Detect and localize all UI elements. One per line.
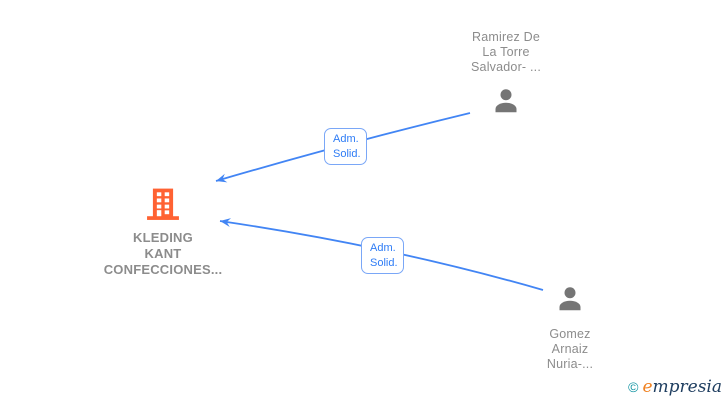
person-name-ramirez: Ramirez De La Torre Salvador- ... (471, 30, 541, 75)
edge-label-line: Adm. (370, 242, 396, 254)
person-name-line: Gomez (549, 327, 591, 341)
person-node-gomez[interactable]: Gomez Arnaiz Nuria-... (510, 284, 630, 372)
brand-wordmark: empresia (642, 377, 722, 397)
brand-initial: e (642, 377, 653, 397)
empresia-logo: © empresia (628, 377, 722, 397)
company-name: KLEDING KANT CONFECCIONES... (104, 230, 223, 278)
person-name-line: Arnaiz (551, 342, 589, 356)
person-name-line: La Torre (482, 45, 530, 59)
person-name-gomez: Gomez Arnaiz Nuria-... (547, 327, 593, 372)
copyright-icon: © (628, 379, 639, 395)
company-name-line: KANT (144, 246, 182, 261)
edge-label-line: Solid. (333, 147, 361, 160)
edge-label-line: Adm. (333, 133, 359, 145)
person-name-line: Ramirez De (472, 30, 540, 44)
company-node-kleding-kant[interactable]: KLEDING KANT CONFECCIONES... (103, 187, 223, 278)
edge-label-adm-solid-gomez[interactable]: Adm. Solid. (361, 237, 404, 274)
person-name-line: Salvador- ... (471, 60, 541, 74)
person-icon (491, 86, 521, 121)
person-icon (555, 284, 585, 319)
edge-label-adm-solid-ramirez[interactable]: Adm. Solid. (324, 128, 367, 165)
brand-rest: mpresia (652, 377, 723, 397)
person-node-ramirez[interactable]: Ramirez De La Torre Salvador- ... (446, 30, 566, 121)
building-icon (146, 187, 180, 226)
edge-label-line: Solid. (370, 256, 398, 269)
person-name-line: Nuria-... (546, 357, 594, 371)
company-name-line: CONFECCIONES... (103, 262, 223, 277)
company-name-line: KLEDING (133, 230, 193, 245)
